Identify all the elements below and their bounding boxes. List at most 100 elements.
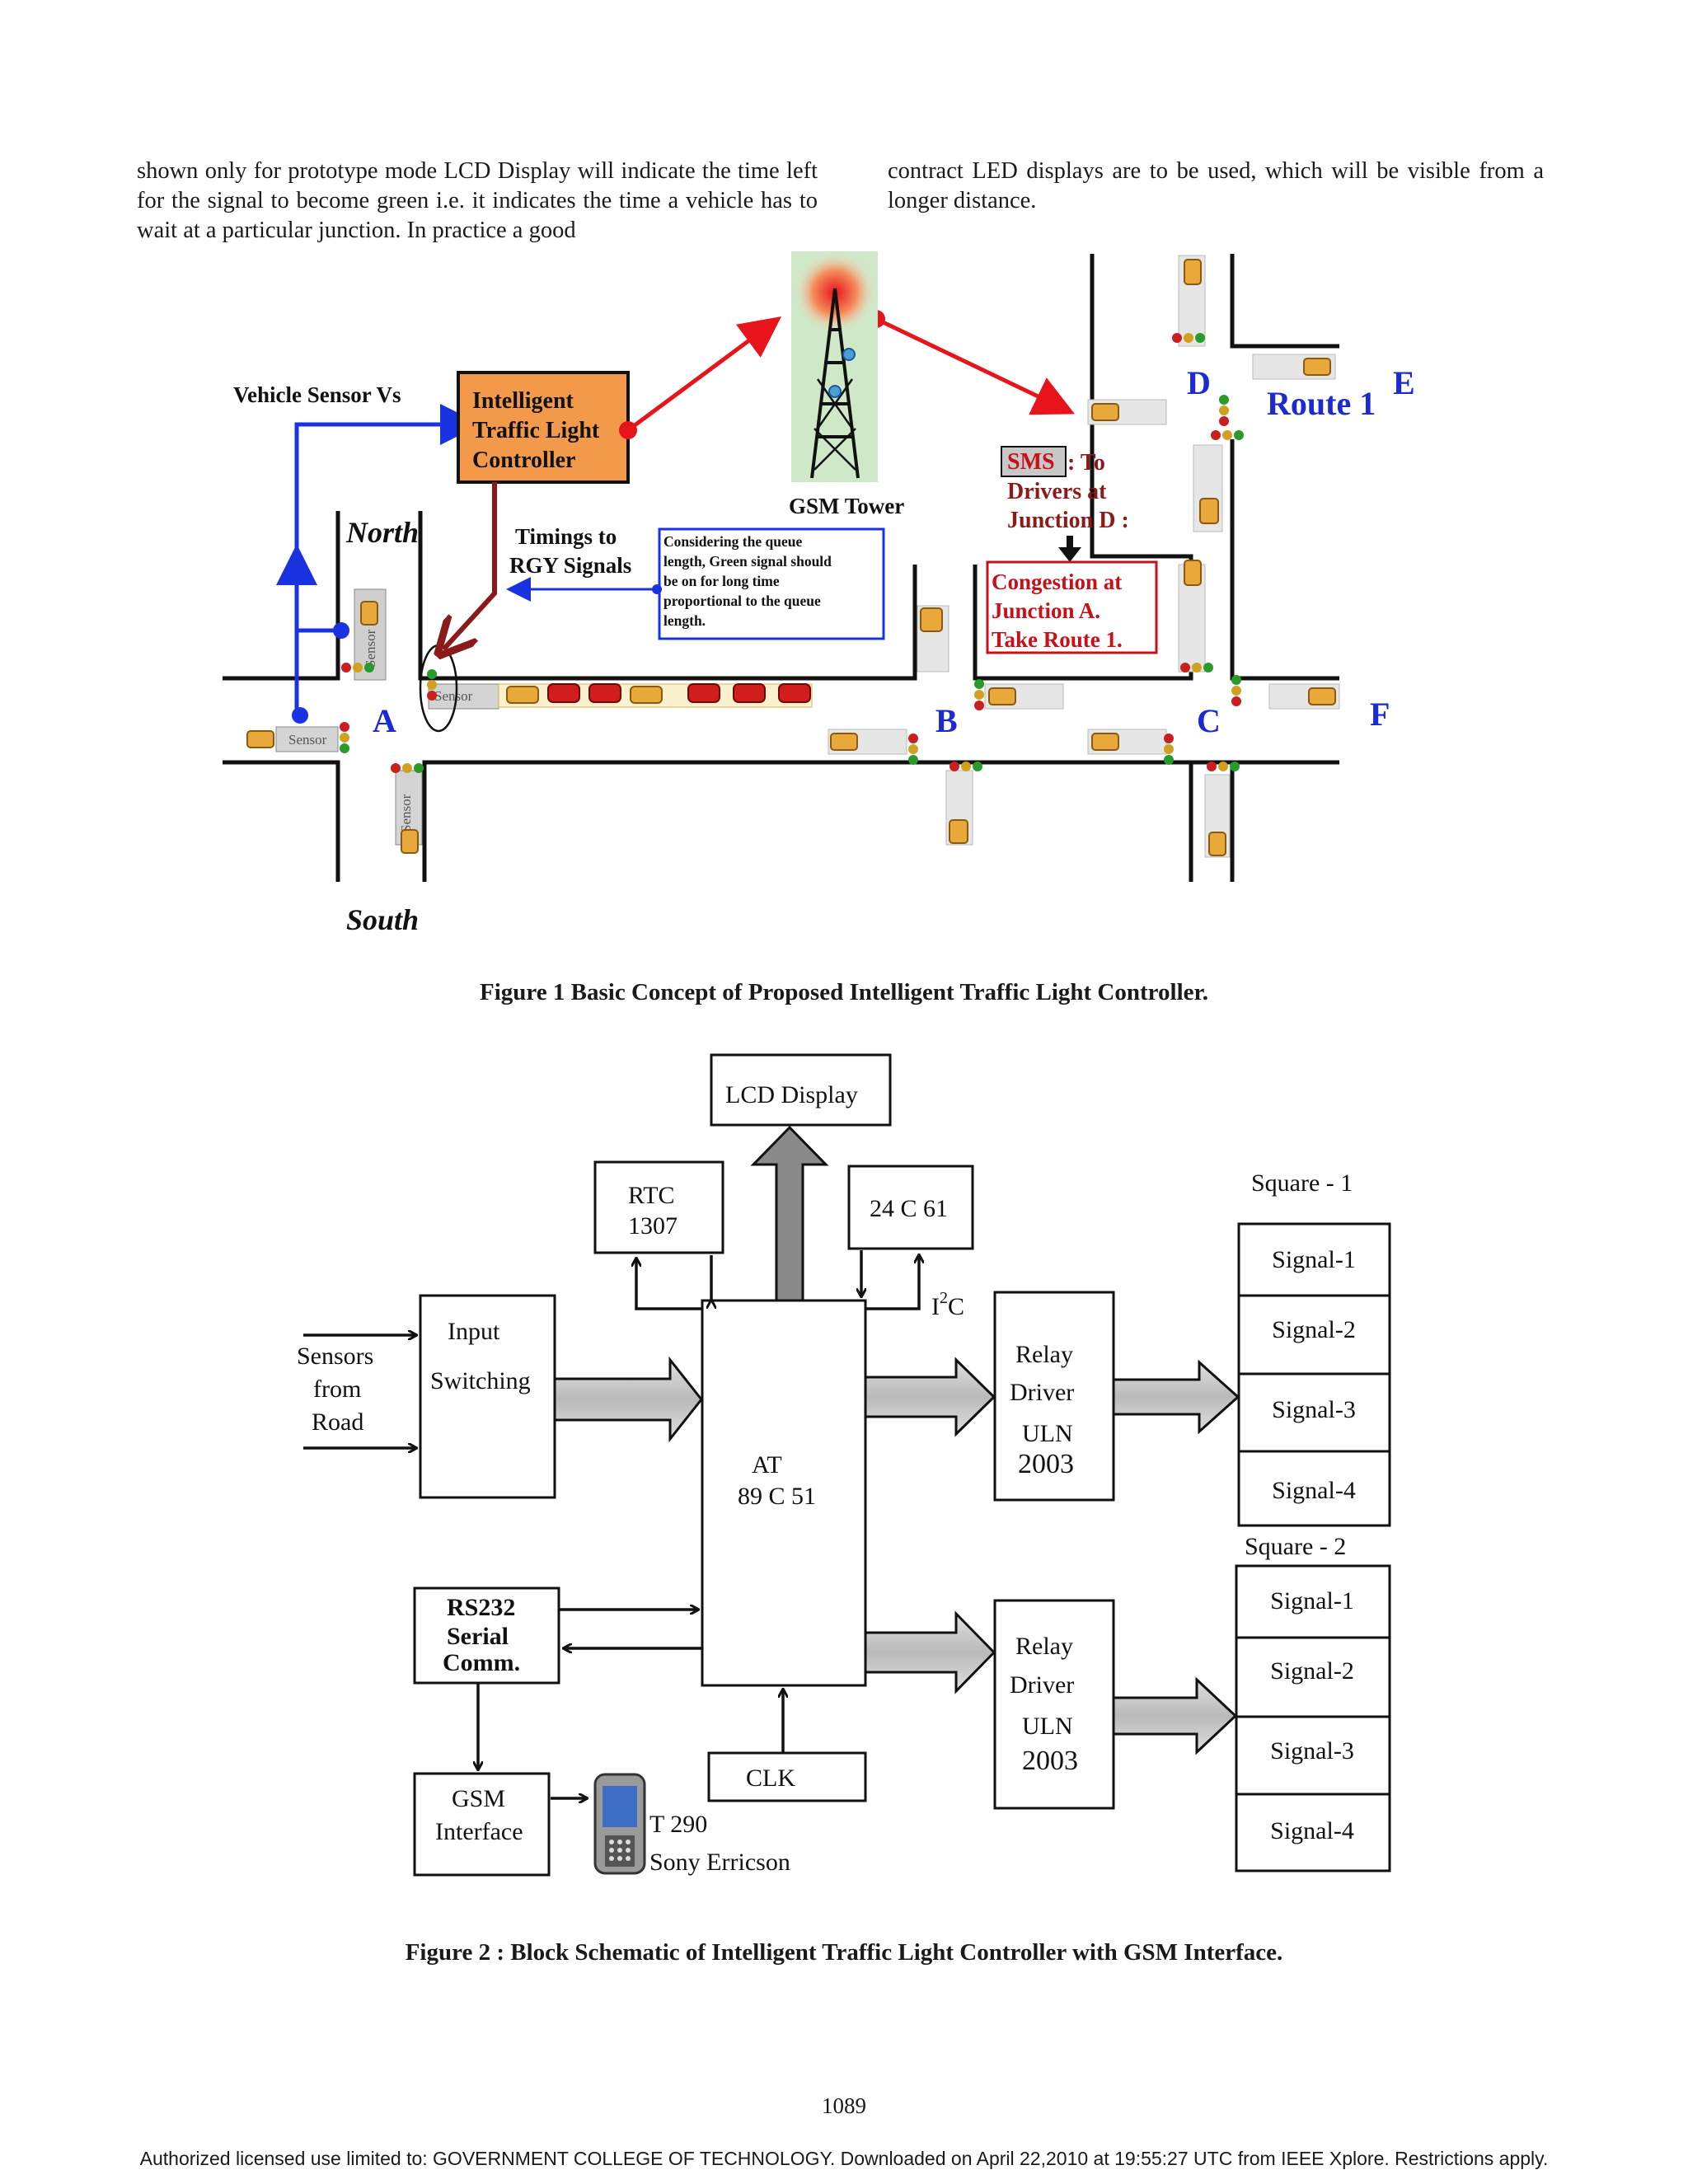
junction-label-a: A (373, 702, 396, 739)
body-text-column-2: contract LED displays are to be used, wh… (888, 158, 1544, 213)
junction-label-e: E (1393, 364, 1415, 401)
south-label: South (346, 903, 419, 936)
rtc-block (593, 1160, 724, 1254)
square-1-label: Square - 1 (1251, 1169, 1353, 1197)
phone-model-label: T 290 (649, 1811, 707, 1838)
sms-word-box (1001, 446, 1067, 477)
input-switching-block (419, 1294, 556, 1499)
square-2-signal-4: Signal-4 (1270, 1817, 1354, 1844)
sensor-label-south: Sensor (398, 794, 414, 832)
vehicle-queue (498, 683, 813, 708)
square-2-signal-1: Signal-1 (1270, 1587, 1354, 1615)
signal-stack-square-2 (1235, 1564, 1391, 1872)
signal-stack-square-1 (1237, 1222, 1391, 1527)
sensor-label-east: Sensor (434, 688, 473, 704)
relay2-fat-arrow (864, 1610, 996, 1694)
square-1-signal-4: Signal-4 (1272, 1477, 1356, 1504)
figure-1-traffic-concept: Sensor Sensor Sensor Sensor (223, 251, 1415, 936)
gsm-interface-label-line-1: GSM (452, 1785, 505, 1812)
clk-block (707, 1751, 867, 1802)
mcu-block (701, 1299, 867, 1687)
clk-label: CLK (746, 1765, 795, 1792)
square-2-label: Square - 2 (1245, 1533, 1346, 1560)
relay-driver-2-block (993, 1599, 1115, 1810)
sensor-node-north (333, 622, 349, 639)
sms-line-2: Drivers at (1007, 479, 1107, 504)
relay1-fat-arrow (864, 1357, 996, 1437)
mcu-to-eeprom-line (865, 1255, 919, 1310)
gsm-interface-label-line-2: Interface (435, 1818, 523, 1845)
congestion-box (986, 560, 1158, 654)
controller-label-line-3: Controller (472, 448, 575, 473)
relay-1-label-line-1: Relay (1015, 1341, 1073, 1368)
rs232-label-line-1: RS232 (447, 1594, 515, 1621)
square-1-signal-2: Signal-2 (1272, 1316, 1356, 1343)
sms-down-arrow (1058, 536, 1081, 562)
signals1-fat-arrow (1112, 1359, 1240, 1435)
rs232-block (413, 1586, 560, 1685)
gsm-tower-icon (791, 251, 878, 482)
gsm-interface-block (413, 1772, 551, 1877)
relay-2-label-line-4: 2003 (1022, 1746, 1078, 1776)
signals2-fat-arrow (1112, 1676, 1238, 1755)
rs232-label-line-2: Serial (447, 1623, 509, 1650)
rtc-label-line-1: RTC (628, 1182, 675, 1209)
vehicle-sensor-label: Vehicle Sensor Vs (233, 382, 401, 407)
congestion-line-3: Take Route 1. (992, 627, 1123, 652)
mobile-phone-icon (593, 1773, 646, 1875)
queue-note-line-2: length, Green signal should (663, 553, 832, 569)
square-1-signal-1: Signal-1 (1272, 1246, 1356, 1273)
figure-1-caption: Figure 1 Basic Concept of Proposed Intel… (480, 979, 1208, 1005)
eeprom-block (847, 1165, 974, 1250)
congestion-line-1: Congestion at (992, 569, 1122, 594)
north-label: North (345, 516, 419, 549)
route-1-label: Route 1 (1267, 385, 1376, 422)
sensors-label-line-2: from (313, 1376, 361, 1403)
gsm-tower-label: GSM Tower (789, 494, 904, 518)
sensors-label-line-3: Road (312, 1408, 363, 1436)
rtc-label-line-2: 1307 (628, 1212, 678, 1240)
sensor-feedback-lines (276, 404, 481, 717)
i2c-label: I2C (931, 1289, 964, 1320)
page-number: 1089 (822, 2093, 866, 2118)
figure-2-caption: Figure 2 : Block Schematic of Intelligen… (405, 1939, 1283, 1966)
relay-2-label-line-3: ULN (1022, 1713, 1073, 1740)
sensor-label-west: Sensor (288, 732, 327, 748)
queue-note-line-5: length. (663, 612, 706, 629)
relay-1-label-line-4: 2003 (1018, 1449, 1074, 1479)
queue-note-line-4: proportional to the queue (663, 593, 821, 609)
timings-label-line-1: Timings to (515, 524, 617, 549)
body-text-column-1: shown only for prototype mode LCD Displa… (137, 158, 818, 243)
timings-arrow (443, 482, 497, 649)
input-switching-label-line-1: Input (448, 1318, 500, 1345)
controller-label-line-2: Traffic Light (472, 418, 600, 443)
sms-word: SMS (1007, 449, 1055, 475)
input-switching-label-line-2: Switching (430, 1367, 531, 1394)
queue-note-line-3: be on for long time (663, 573, 780, 589)
mcu-label-line-1: AT (752, 1451, 782, 1479)
square-1-signal-3: Signal-3 (1272, 1396, 1356, 1423)
junction-label-d: D (1187, 364, 1211, 401)
square-2-signal-2: Signal-2 (1270, 1657, 1354, 1685)
sms-line-1: : To (1067, 450, 1105, 476)
lcd-display-block (710, 1053, 892, 1127)
relay-2-label-line-1: Relay (1015, 1633, 1073, 1660)
junction-label-b: B (935, 702, 958, 739)
phone-brand-label: Sony Erricson (649, 1849, 790, 1876)
sensor-label-north: Sensor (363, 629, 378, 668)
sms-line-3: Junction D : (1007, 508, 1129, 533)
gsm-link-arrows (626, 316, 1076, 433)
figure-2-block-schematic: LCD Display RTC 1307 24 C 61 I2C Sensors… (297, 1053, 1391, 1877)
other-vehicles (246, 255, 1340, 858)
relay-2-label-line-2: Driver (1010, 1671, 1074, 1699)
relay-1-label-line-2: Driver (1010, 1379, 1074, 1406)
controller-label-line-1: Intelligent (472, 388, 574, 414)
relay-1-label-line-3: ULN (1022, 1420, 1073, 1447)
square-2-signal-3: Signal-3 (1270, 1737, 1354, 1765)
sensors-label-line-1: Sensors (297, 1343, 373, 1370)
queue-note-line-1: Considering the queue (663, 533, 802, 550)
timings-label-line-2: RGY Signals (509, 553, 631, 578)
mcu-label-line-2: 89 C 51 (738, 1483, 816, 1510)
lcd-display-label: LCD Display (725, 1081, 858, 1108)
eeprom-label: 24 C 61 (870, 1195, 948, 1222)
